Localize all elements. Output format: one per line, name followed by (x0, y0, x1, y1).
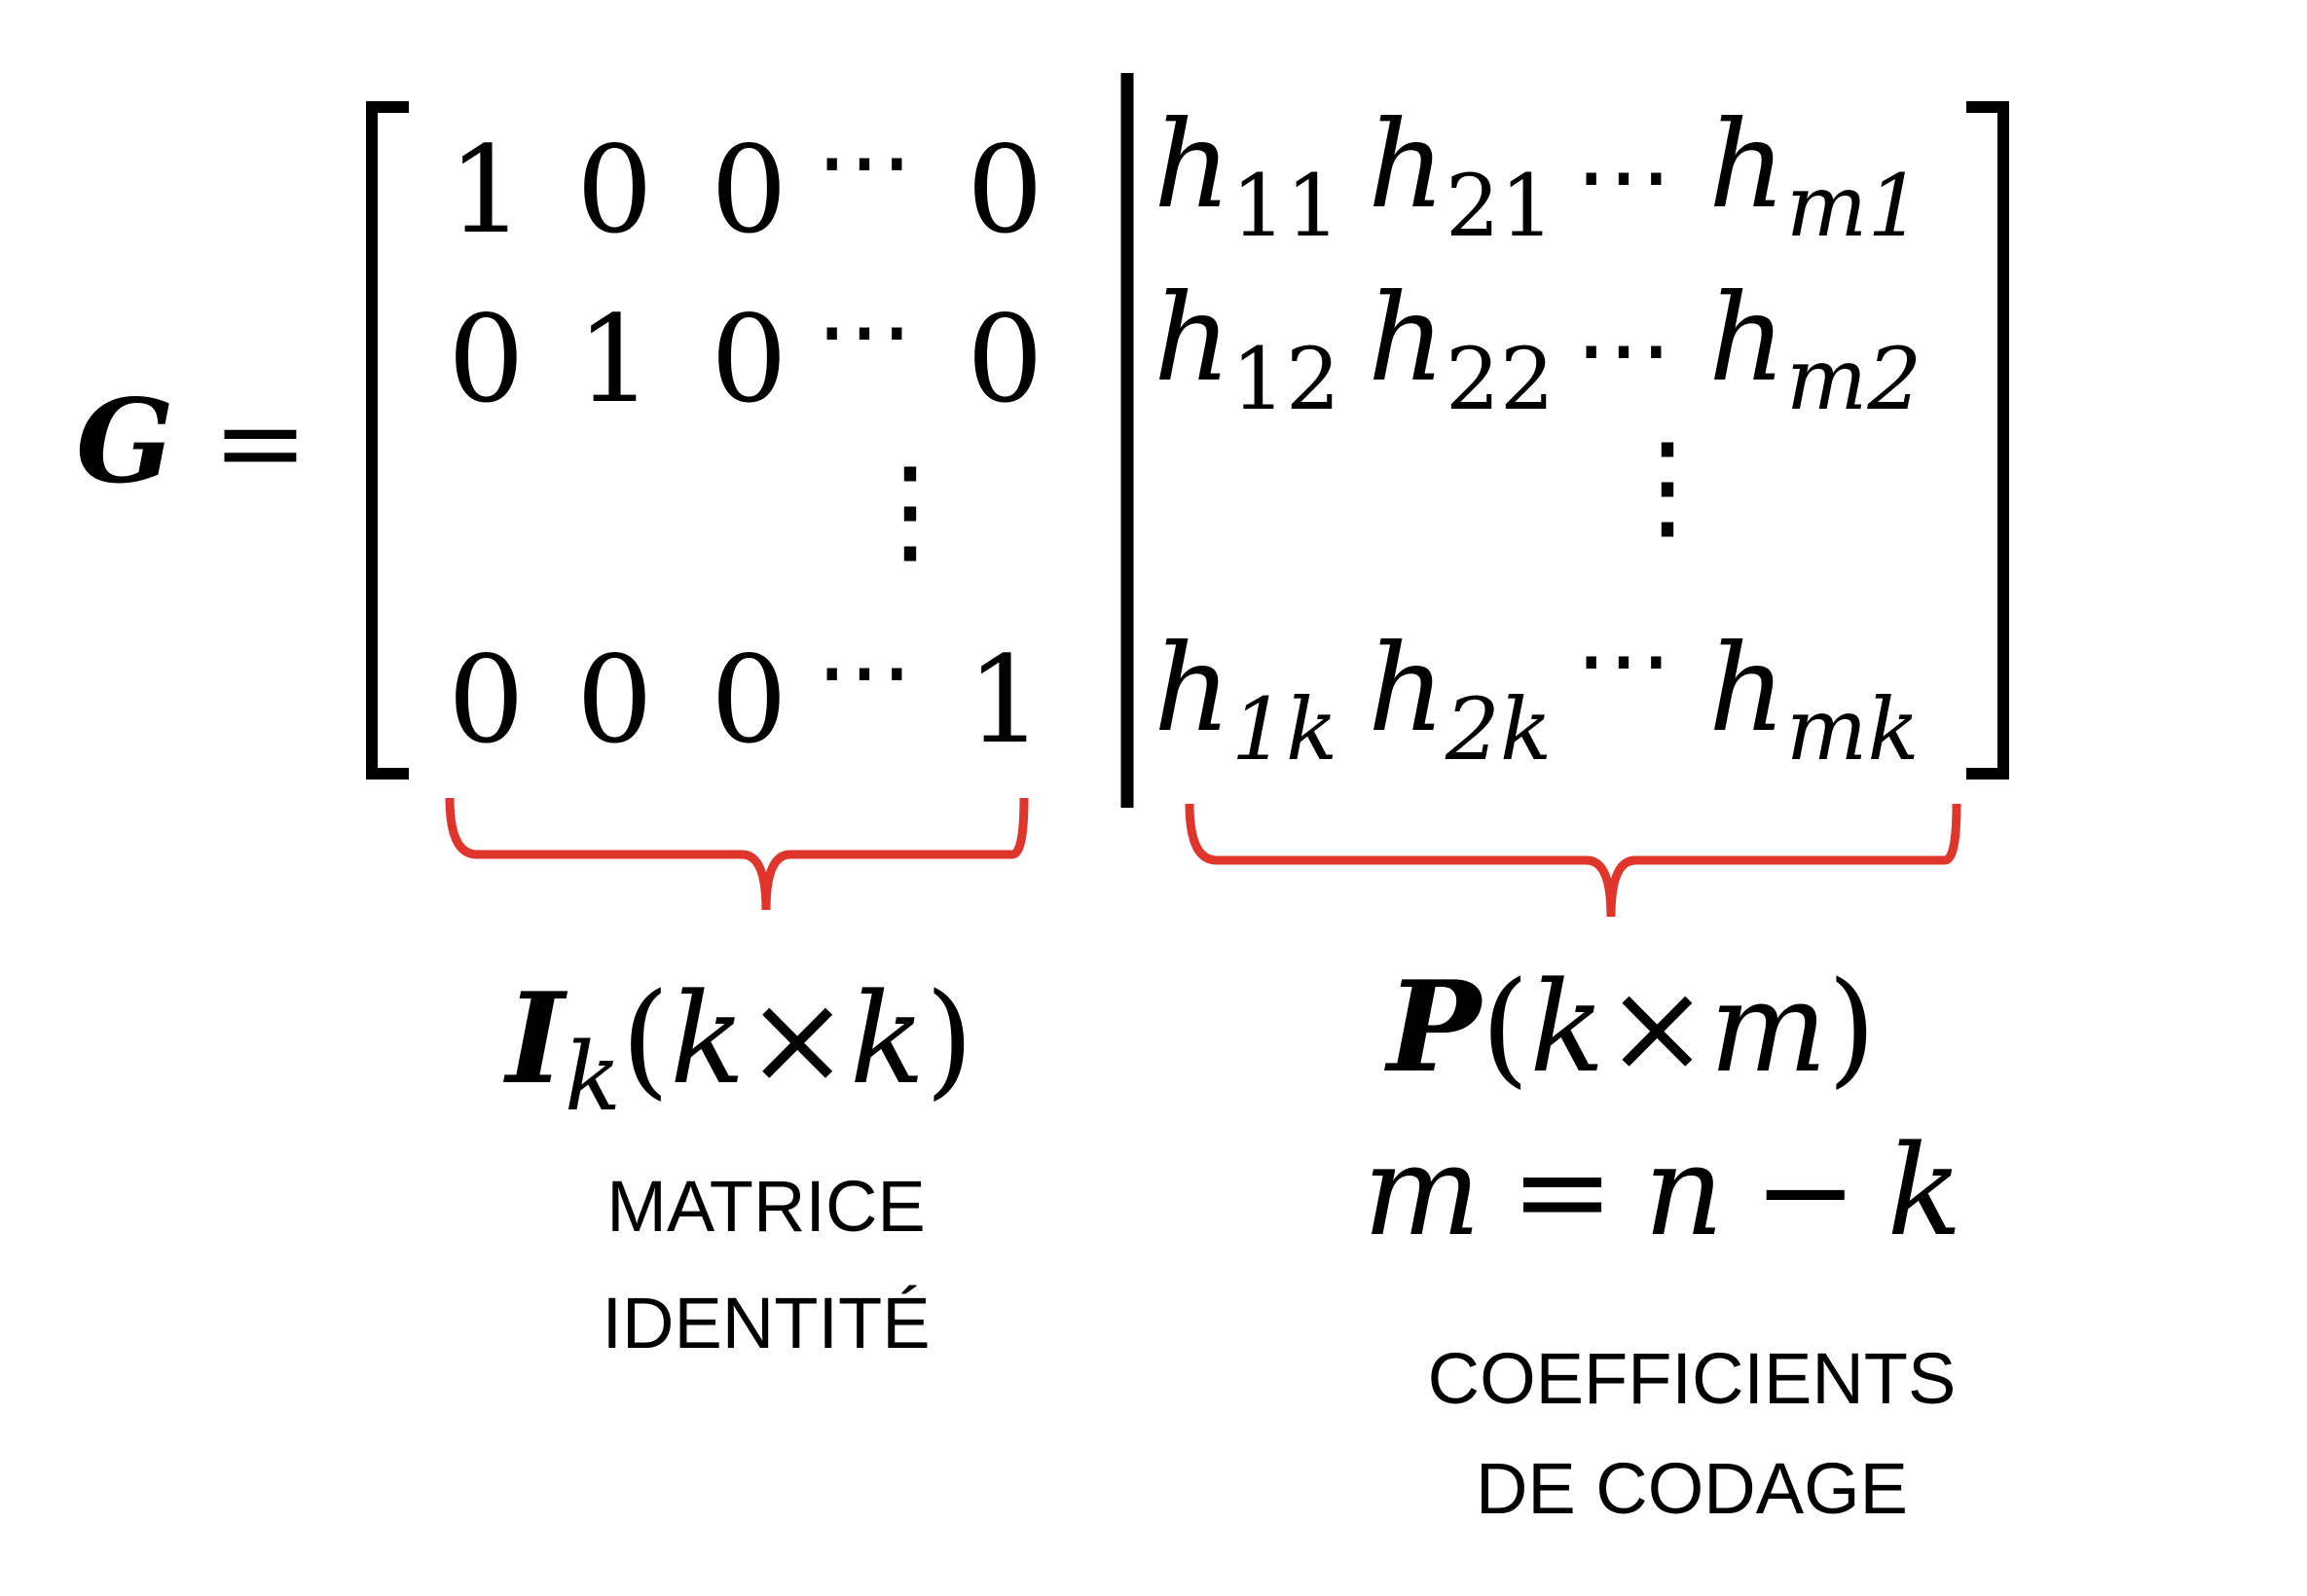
identity-dims-a: k (670, 967, 746, 1112)
coefficient-cell: hm2 (1708, 269, 1922, 429)
identity-caption-line1: MATRICE (606, 1166, 926, 1247)
coefficient-base: h (1154, 269, 1231, 409)
identity-cell: 1 (448, 121, 525, 261)
coefficient-base: h (1368, 619, 1446, 759)
identity-caption-line2: IDENTITÉ (602, 1283, 930, 1363)
coefficient-cell: hmk (1708, 619, 1920, 780)
coefficient-matrix: h11 h21 ⋯ hm1 h12 h22 ⋯ hm2 ⋮ (1154, 95, 1922, 780)
identity-cell: 0 (448, 290, 525, 430)
coefficient-sub: m1 (1786, 156, 1922, 256)
identity-row-2: 0 1 0 ⋯ 0 (448, 273, 1044, 430)
coefficient-base: h (1368, 95, 1446, 236)
matrix-symbol-g: G (76, 374, 174, 509)
identity-cell: 0 (576, 121, 653, 261)
coefficient-cell: h21 (1368, 95, 1555, 256)
coefficient-cell: hm1 (1708, 95, 1922, 256)
coefficient-hdots: ⋯ (1575, 292, 1672, 406)
identity-subscript: k (565, 1023, 621, 1132)
coefficient-sub: 22 (1446, 329, 1555, 429)
coefficient-symbol: P (1384, 955, 1484, 1101)
coefficient-brace (1185, 803, 1961, 918)
coefficient-dims-close: ) (1827, 956, 1876, 1101)
identity-row-k: 0 0 0 ⋯ 1 (448, 614, 1044, 771)
identity-cell: 1 (576, 290, 653, 430)
coefficient-sub: m2 (1786, 329, 1922, 429)
coefficient-base: h (1154, 619, 1231, 759)
coefficient-hdots: ⋯ (1575, 119, 1672, 233)
coefficient-sub: mk (1786, 679, 1920, 780)
coefficient-caption-line1: COEFFICIENTS (1428, 1338, 1957, 1419)
coefficient-dims-a: k (1529, 956, 1605, 1101)
coefficient-vdots: ⋮ (1609, 418, 1726, 554)
identity-brace (445, 797, 1029, 911)
left-bracket (366, 101, 409, 780)
coefficient-base: h (1708, 269, 1786, 409)
coefficient-hdots: ⋯ (1575, 602, 1672, 716)
coefficient-label: P(k×m) (1384, 955, 1876, 1101)
identity-row-1: 1 0 0 ⋯ 0 (448, 104, 1044, 261)
equals-sign: = (212, 375, 309, 509)
identity-cell: 0 (711, 631, 787, 771)
identity-cell: 0 (967, 290, 1044, 430)
coefficient-base: h (1154, 95, 1231, 236)
coefficient-sub: 2k (1445, 679, 1552, 780)
relation-minus: − (1753, 1119, 1857, 1264)
relation-n: n (1644, 1119, 1724, 1264)
coefficient-sub: 1k (1231, 679, 1337, 780)
identity-dims-close: ) (925, 967, 973, 1112)
coefficient-base: h (1708, 95, 1786, 236)
coefficient-cell: h12 (1154, 269, 1340, 429)
identity-matrix: 1 0 0 ⋯ 0 0 1 0 ⋯ 0 ⋮ 0 0 0 ⋯ 1 (448, 104, 1044, 771)
coefficient-row-2: h12 h22 ⋯ hm2 (1154, 269, 1922, 429)
identity-label: Ik(k×k) (503, 966, 973, 1132)
identity-hdots: ⋯ (816, 614, 913, 728)
right-bracket (1966, 101, 2009, 780)
coefficient-base: h (1368, 269, 1446, 409)
identity-cell: 0 (711, 290, 787, 430)
coefficient-row-1: h11 h21 ⋯ hm1 (1154, 95, 1922, 256)
coefficient-sub: 12 (1231, 329, 1340, 429)
coefficient-dims-b: m (1709, 956, 1827, 1101)
coefficient-base: h (1708, 619, 1786, 759)
relation-equals: = (1510, 1119, 1614, 1264)
identity-cell: 0 (576, 631, 653, 771)
identity-cell: 0 (711, 121, 787, 261)
coefficient-sub: 11 (1231, 156, 1340, 256)
coefficient-caption-line2: DE CODAGE (1476, 1448, 1908, 1529)
coefficient-cell: h1k (1154, 619, 1337, 780)
redundancy-relation: m=n−k (1363, 1119, 1962, 1264)
coefficient-sub: 21 (1446, 156, 1555, 256)
identity-cell: 0 (448, 631, 525, 771)
identity-dims-open: ( (621, 967, 670, 1112)
relation-m: m (1363, 1119, 1481, 1264)
coefficient-dims-times: × (1605, 956, 1709, 1101)
identity-dims-times: × (746, 967, 850, 1112)
coefficient-cell: h22 (1368, 269, 1555, 429)
identity-symbol: I (503, 966, 568, 1112)
identity-vdots: ⋮ (852, 443, 969, 578)
coefficient-dims-open: ( (1481, 956, 1529, 1101)
coefficient-cell: h2k (1368, 619, 1552, 780)
coefficient-row-k: h1k h2k ⋯ hmk (1154, 602, 1920, 780)
identity-hdots: ⋯ (816, 104, 913, 218)
identity-cell: 0 (967, 121, 1044, 261)
relation-k: k (1886, 1119, 1962, 1264)
identity-hdots: ⋯ (816, 273, 913, 387)
coefficient-cell: h11 (1154, 95, 1340, 256)
identity-cell: 1 (967, 631, 1044, 771)
identity-dims-b: k (850, 967, 926, 1112)
